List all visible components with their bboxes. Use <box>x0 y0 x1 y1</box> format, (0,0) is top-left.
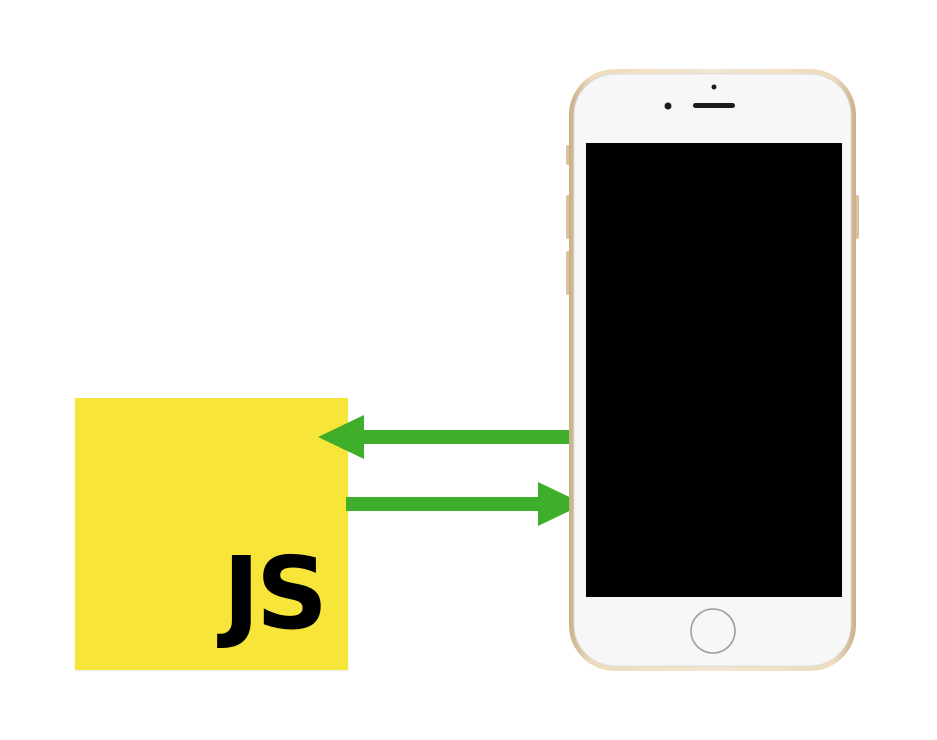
phone-home-button <box>690 608 736 654</box>
js-to-phone-arrow-shaft <box>346 497 542 511</box>
phone-to-js-arrow <box>318 415 574 459</box>
phone-screen <box>586 143 842 597</box>
javascript-logo: JS <box>75 398 348 670</box>
phone-proximity-sensor <box>711 84 717 90</box>
javascript-logo-text: JS <box>222 535 328 652</box>
phone-to-js-arrow-head <box>318 415 364 459</box>
js-to-phone-arrow <box>346 482 584 526</box>
phone-front-camera <box>664 102 672 110</box>
phone-to-js-arrow-shaft <box>358 430 574 444</box>
js-to-phone-arrow-head <box>538 482 584 526</box>
phone-earpiece <box>693 103 735 108</box>
smartphone <box>566 69 859 671</box>
